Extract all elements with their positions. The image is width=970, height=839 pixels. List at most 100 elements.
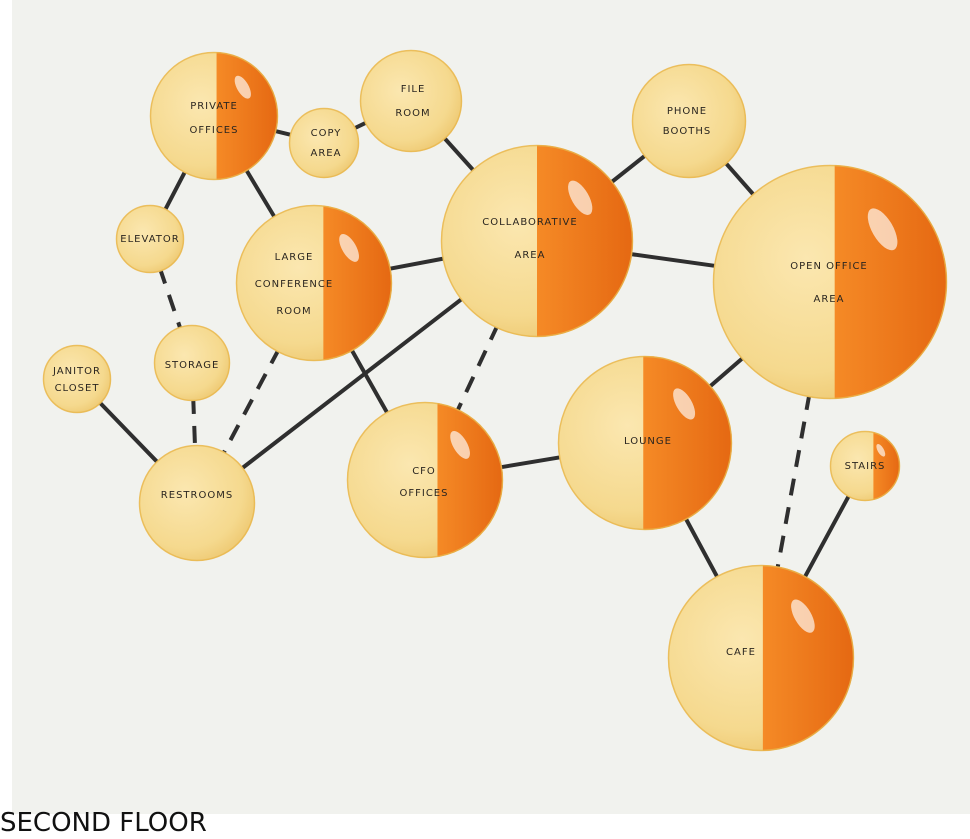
bubble-label-phone-booths-1: PHONE xyxy=(667,106,707,117)
connector-phone_booths-collaborative_area xyxy=(607,152,649,186)
bubble-elevator: ELEVATOR xyxy=(115,204,185,274)
bubble-open-office-area: OPEN OFFICE AREA xyxy=(712,164,948,400)
connector-collaborative_area-cfo_offices xyxy=(454,323,500,414)
bubble-label-phone-booths-2: BOOTHS xyxy=(663,126,711,137)
bubble-outline xyxy=(153,324,231,402)
bubble-phone-booths: PHONE BOOTHS xyxy=(631,63,747,179)
bubble-private-offices: PRIVATE OFFICES xyxy=(149,51,279,181)
bubble-label-large-conference-room-1: LARGE xyxy=(275,252,314,263)
bubble-label-large-conference-room-2: CONFERENCE xyxy=(255,279,333,290)
bubble-file-room: FILE ROOM xyxy=(359,49,463,153)
connector-private_offices-elevator xyxy=(162,168,189,214)
connector-collaborative_area-restrooms xyxy=(238,295,466,472)
connector-file_room-collaborative_area xyxy=(440,134,477,174)
bubble-label-lounge-1: LOUNGE xyxy=(624,436,672,447)
bubble-label-stairs-1: STAIRS xyxy=(845,461,886,472)
bubble-lounge: LOUNGE xyxy=(557,355,733,531)
bubble-outline xyxy=(346,401,504,559)
connector-storage-restrooms xyxy=(191,396,198,450)
bubble-label-copy-area-2: AREA xyxy=(311,148,342,159)
bubble-label-private-offices-2: OFFICES xyxy=(190,125,239,136)
bubble-label-file-room-2: ROOM xyxy=(395,108,430,119)
bubble-collaborative-area: COLLABORATIVE AREA xyxy=(440,144,634,338)
connector-layer xyxy=(96,119,852,581)
bubble-label-open-office-area-2: AREA xyxy=(814,294,845,305)
bubble-label-large-conference-room-3: ROOM xyxy=(276,306,311,317)
bubble-label-open-office-area-1: OPEN OFFICE xyxy=(790,261,868,272)
connector-large_conference_room-restrooms xyxy=(220,347,282,457)
bubble-label-cfo-offices-2: OFFICES xyxy=(400,488,449,499)
bubble-highlight xyxy=(876,444,886,457)
bubble-cfo-offices: CFO OFFICES xyxy=(346,401,504,559)
bubble-outline xyxy=(829,430,901,502)
bubble-highlight xyxy=(234,75,251,99)
bubble-highlight xyxy=(450,430,470,459)
floor-caption: SECOND FLOOR xyxy=(0,808,207,838)
bubble-light-half xyxy=(632,64,746,178)
bubble-outline xyxy=(712,164,948,400)
bubble-label-restrooms-1: RESTROOMS xyxy=(161,490,233,501)
bubble-highlight xyxy=(791,599,815,633)
bubble-label-collaborative-area-1: COLLABORATIVE xyxy=(482,217,577,228)
bubble-outline xyxy=(557,355,733,531)
bubble-label-copy-area-1: COPY xyxy=(311,128,342,139)
bubble-outline xyxy=(288,107,360,179)
connector-elevator-storage xyxy=(157,266,183,332)
bubble-light-half xyxy=(289,108,359,178)
bubble-label-elevator-1: ELEVATOR xyxy=(120,234,179,245)
bubble-light-half xyxy=(154,325,230,401)
connector-lounge-cafe xyxy=(682,515,721,581)
bubble-outline xyxy=(115,204,185,274)
bubble-outline xyxy=(359,49,463,153)
connector-large_conference_room-cfo_offices xyxy=(348,346,391,417)
bubble-dark-half xyxy=(762,565,854,751)
bubble-label-janitor-closet-1: JANITOR xyxy=(52,366,101,377)
bubble-label-cafe-1: CAFE xyxy=(726,647,756,658)
bubble-outline xyxy=(149,51,279,181)
bubble-stairs: STAIRS xyxy=(829,430,901,502)
bubble-dark-half xyxy=(216,52,278,180)
connector-collaborative_area-open_office_area xyxy=(627,251,719,269)
bubble-light-half xyxy=(360,50,462,152)
connector-phone_booths-open_office_area xyxy=(722,159,758,199)
bubble-outline xyxy=(631,63,747,179)
bubble-outline xyxy=(440,144,634,338)
bubble-label-private-offices-1: PRIVATE xyxy=(190,101,238,112)
bubble-highlight xyxy=(673,388,696,420)
bubble-light-half xyxy=(139,445,255,561)
bubble-label-cfo-offices-1: CFO xyxy=(412,466,436,477)
bubble-copy-area: COPY AREA xyxy=(288,107,360,179)
connector-large_conference_room-collaborative_area xyxy=(386,256,447,272)
bubble-light-half xyxy=(43,345,111,413)
bubble-cafe: CAFE xyxy=(667,564,855,752)
bubble-dark-half xyxy=(537,145,633,337)
bubble-outline xyxy=(138,444,256,562)
bubble-dark-half xyxy=(834,165,947,399)
bubble-outline xyxy=(42,344,112,414)
bubble-restrooms: RESTROOMS xyxy=(138,444,256,562)
bubble-layer: PRIVATE OFFICES FILE ROOM COPY AREA PHONE BOOTH… xyxy=(42,49,948,752)
bubble-label-collaborative-area-2: AREA xyxy=(515,250,546,261)
connector-janitor_closet-restrooms xyxy=(96,399,161,466)
bubble-janitor-closet: JANITOR CLOSET xyxy=(42,344,112,414)
bubble-highlight xyxy=(867,208,898,251)
connector-open_office_area-cafe xyxy=(775,392,812,571)
bubble-outline xyxy=(235,204,393,362)
bubble-dark-half xyxy=(323,205,392,361)
bubble-dark-half xyxy=(437,402,503,558)
bubble-outline xyxy=(667,564,855,752)
bubble-label-janitor-closet-2: CLOSET xyxy=(55,383,100,394)
bubble-large-conference-room: LARGE CONFERENCE ROOM xyxy=(235,204,393,362)
bubble-storage: STORAGE xyxy=(153,324,231,402)
connector-lounge-open_office_area xyxy=(706,354,747,391)
bubble-highlight xyxy=(339,233,359,262)
bubble-light-half xyxy=(116,205,184,273)
connector-private_offices-large_conference_room xyxy=(243,166,278,221)
bubble-label-file-room-1: FILE xyxy=(401,84,426,95)
bubble-label-storage-1: STORAGE xyxy=(165,360,220,371)
connector-cfo_offices-lounge xyxy=(497,454,564,470)
bubble-highlight xyxy=(568,180,593,215)
connector-stairs-cafe xyxy=(801,492,852,581)
